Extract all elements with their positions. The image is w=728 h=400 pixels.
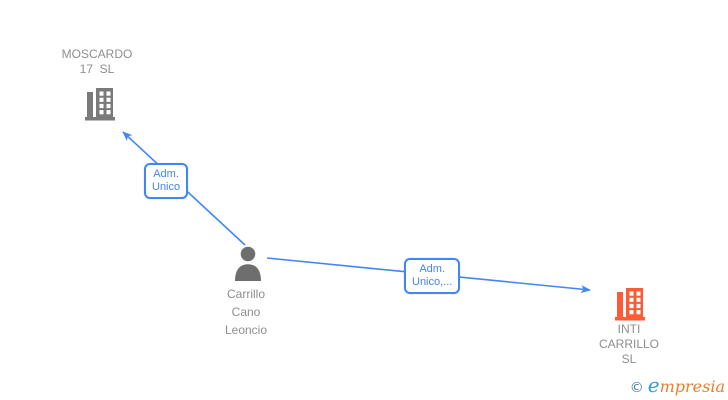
empresia-watermark: © e mpresia [630, 375, 725, 396]
person-icon-carrillo[interactable] [233, 246, 263, 281]
brand-name: mpresia [659, 377, 725, 396]
company-name-moscardo[interactable]: MOSCARDO 17 SL [61, 47, 133, 76]
building-icon-inti[interactable] [612, 285, 648, 321]
person-name-carrillo[interactable]: Carrillo Cano Leoncio [224, 287, 268, 337]
building-icon-moscardo[interactable] [82, 85, 118, 121]
company-name-inti[interactable]: INTI CARRILLO SL [598, 322, 660, 366]
brand-initial: e [647, 373, 660, 397]
copyright-icon: © [629, 380, 644, 396]
edge-label-adm-unico-etc[interactable]: Adm. Unico,... [404, 258, 461, 294]
edge-label-adm-unico[interactable]: Adm. Unico [144, 163, 189, 199]
